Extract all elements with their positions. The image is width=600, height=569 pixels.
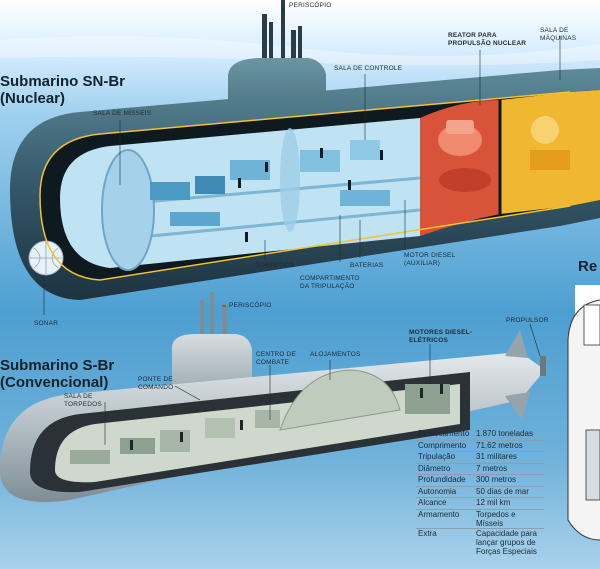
label-sonar: SONAR [34,320,59,327]
label-control-room: SALA DE CONTROLE [334,65,403,72]
label-batteries: BATERIAS [350,262,384,269]
spec-key: Deslocamento [418,429,470,438]
spec-value: 300 metros [476,475,517,484]
spec-key: Alcance [418,498,447,507]
title-conventional-submarine: Submarino S-Br (Convencional) [0,357,115,391]
reactor-detail-diagram [567,285,600,541]
label-reactor: REATOR PARA PROPULSÃO NUCLEAR [448,32,527,47]
label-torpedo-room: SALA DE TORPEDOS [64,393,102,408]
spec-value: 50 dias de mar [476,486,529,496]
spec-value: 31 militares [476,452,517,461]
label-diesel-motors: MOTORES DIESEL- ELÉTRICOS [409,329,473,344]
spec-key: Extra [418,528,437,538]
spec-row: Autonomia 50 dias de mar [416,486,544,498]
specs-table: Deslocamento 1.870 toneladas Comprimento 7… [416,429,544,556]
label-propeller: PROPULSOR [506,317,549,324]
nuclear-submarine [10,0,600,300]
label-missile-room: SALA DE MÍSSEIS [93,110,152,117]
spec-row: Comprimento 71,62 metros [416,440,544,452]
spec-row: Alcance 12 mil km [416,498,544,510]
spec-row: Profundidade 300 metros [416,475,544,487]
label-combat-center: CENTRO DE COMBATE [256,351,297,366]
label-periscope-conventional: PERISCÓPIO [229,302,272,309]
spec-value: 1.870 toneladas [476,429,533,438]
spec-key: Diâmetro [418,463,451,473]
spec-key: Armamento [418,509,460,519]
label-machine-room: SALA DE MÁQUINAS [540,27,577,42]
label-periscope-nuclear: PERISCÓPIO [289,2,332,9]
spec-value: 7 metros [476,463,508,473]
spec-key: Autonomia [418,486,457,496]
spec-value: 12 mil km [476,498,511,507]
spec-row: Extra Capacidade para lançar grupos de Fo… [416,529,544,556]
conventional-submarine [0,292,546,502]
spec-row: Armamento Torpedos e Mísseis [416,510,544,529]
label-command-bridge: PONTE DE COMANDO [138,376,174,391]
spec-key: Profundidade [418,475,466,484]
spec-value: 71,62 metros [476,440,523,450]
title-nuclear-submarine: Submarino SN-Br (Nuclear) [0,73,126,107]
spec-row: Deslocamento 1.870 toneladas [416,429,544,441]
label-crew-compartment: COMPARTIMENTO DA TRIPULAÇÃO [300,275,360,290]
spec-key: Tripulação [418,452,456,461]
label-torpedoes: TORPEDOS [256,262,294,269]
title-reactor-cut: Re [578,258,598,275]
label-quarters: ALOJAMENTOS [310,351,361,358]
spec-row: Diâmetro 7 metros [416,463,544,475]
label-diesel-engine: MOTOR DIESEL (AUXILIAR) [404,252,456,267]
spec-key: Comprimento [418,440,467,450]
spec-value: Capacidade para lançar grupos de Forças … [476,528,537,556]
spec-value: Torpedos e Mísseis [476,509,516,528]
spec-row: Tripulação 31 militares [416,452,544,464]
